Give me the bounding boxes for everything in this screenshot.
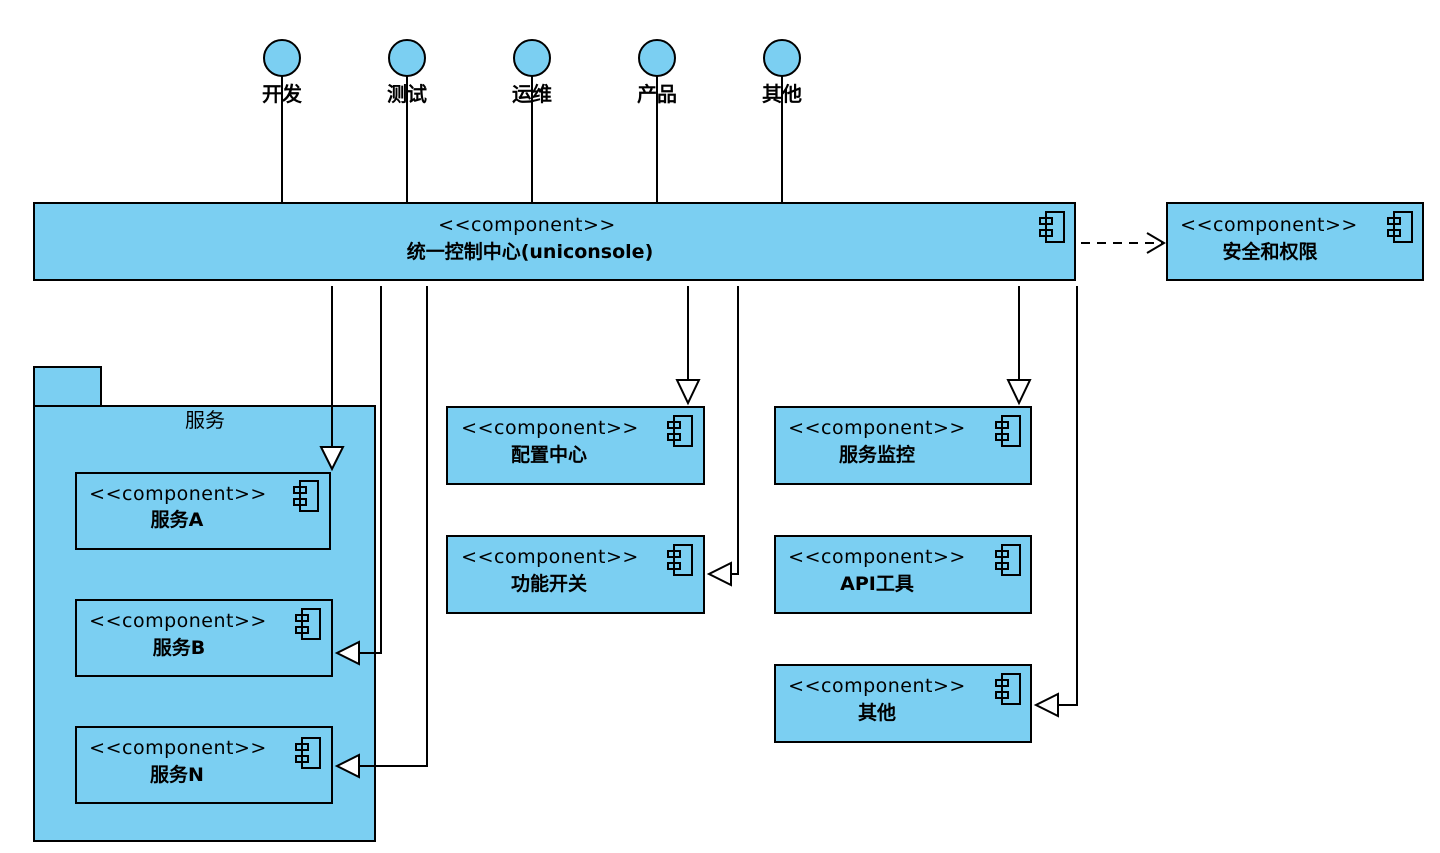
connector-service-a: [319, 286, 345, 472]
stereotype-label: <<component>>: [1180, 214, 1358, 236]
connector-service-monitor: [1006, 286, 1032, 406]
stereotype-label: <<component>>: [788, 417, 966, 439]
actor-label: 产品: [637, 82, 677, 106]
service-a-component[interactable]: <<component>> 服务A: [75, 472, 331, 550]
actor-other[interactable]: 其他: [762, 39, 802, 203]
actor-dev[interactable]: 开发: [262, 39, 303, 203]
connector-config-center: [675, 286, 701, 406]
component-name: 服务N: [150, 763, 204, 786]
component-name: API工具: [840, 573, 914, 595]
api-tools-component[interactable]: <<component>> API工具: [774, 535, 1032, 614]
stereotype-label: <<component>>: [788, 546, 966, 568]
component-name: 配置中心: [511, 443, 587, 466]
stereotype-label: <<component>>: [89, 737, 267, 759]
component-name: 功能开关: [511, 572, 587, 595]
security-component[interactable]: <<component>> 安全和权限: [1166, 202, 1424, 281]
component-name: 统一控制中心(uniconsole): [407, 240, 654, 263]
stereotype-label: <<component>>: [89, 610, 267, 632]
main-component[interactable]: <<component>> 统一控制中心(uniconsole): [33, 202, 1076, 281]
actor-test[interactable]: 测试: [387, 39, 427, 203]
actor-ops[interactable]: 运维: [512, 39, 552, 203]
actor-label: 测试: [387, 82, 427, 106]
package-label: 服务: [185, 408, 225, 432]
other-component[interactable]: <<component>> 其他: [774, 664, 1032, 743]
stereotype-label: <<component>>: [461, 546, 639, 568]
actor-label: 其他: [762, 82, 802, 106]
stereotype-label: <<component>>: [89, 483, 267, 505]
feature-switch-component[interactable]: <<component>> 功能开关: [446, 535, 705, 614]
connector-other: [1033, 286, 1078, 718]
stereotype-label: <<component>>: [788, 675, 966, 697]
component-name: 服务监控: [839, 443, 915, 466]
stereotype-label: <<component>>: [461, 417, 639, 439]
actor-product[interactable]: 产品: [637, 39, 677, 203]
actor-label: 开发: [262, 82, 303, 106]
config-center-component[interactable]: <<component>> 配置中心: [446, 406, 705, 485]
component-name: 服务A: [151, 508, 204, 531]
dependency-arrow: [1081, 232, 1166, 254]
service-monitor-component[interactable]: <<component>> 服务监控: [774, 406, 1032, 485]
component-name: 其他: [858, 701, 896, 724]
stereotype-label: <<component>>: [438, 214, 616, 236]
connector-service-b: [334, 286, 382, 666]
connector-feature-switch: [706, 286, 739, 587]
component-name: 安全和权限: [1222, 240, 1317, 263]
component-name: 服务B: [153, 636, 205, 659]
actor-label: 运维: [512, 82, 552, 106]
service-b-component[interactable]: <<component>> 服务B: [75, 599, 333, 677]
connector-service-n: [334, 286, 428, 779]
service-n-component[interactable]: <<component>> 服务N: [75, 726, 333, 804]
